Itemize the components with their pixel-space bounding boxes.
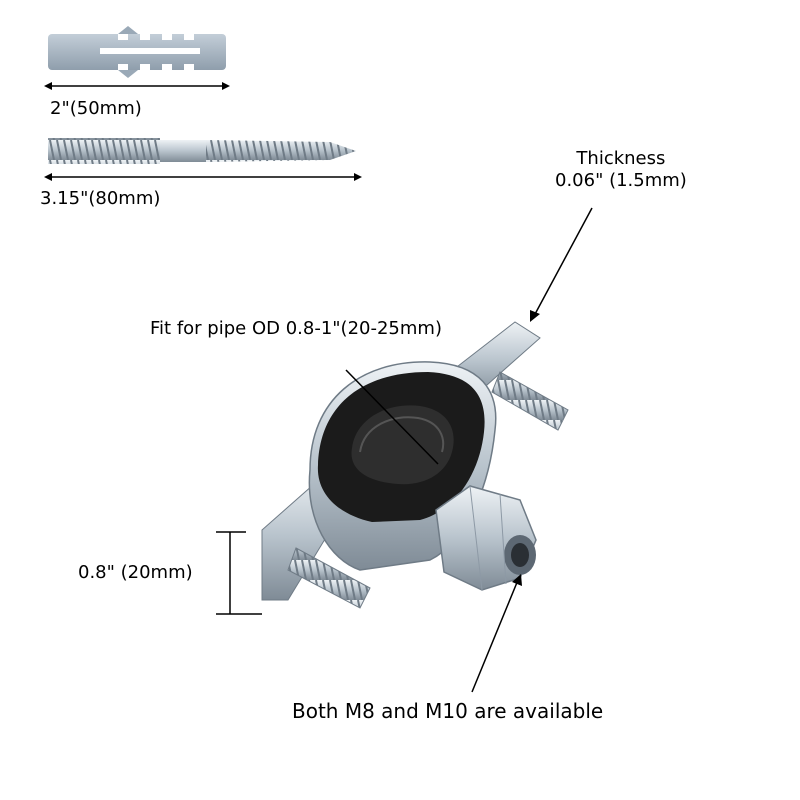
anchor-dimension-line: [44, 82, 230, 90]
anchor-length-label: 2"(50mm): [50, 98, 142, 119]
thickness-value: 0.06" (1.5mm): [555, 170, 687, 191]
screw-dimension-line: [44, 173, 362, 181]
thread-sizes-label: Both M8 and M10 are available: [292, 699, 604, 723]
pipe-fit-label: Fit for pipe OD 0.8-1"(20-25mm): [150, 318, 442, 339]
thickness-arrow: [530, 207, 593, 322]
wall-plug-anchor-icon: [48, 26, 226, 78]
pipe-od-dimension-line: [345, 369, 439, 465]
clamp-height-label: 0.8" (20mm): [78, 562, 193, 583]
screw-length-label: 3.15"(80mm): [40, 188, 161, 209]
hanger-bolt-screw-icon: [48, 138, 356, 164]
height-dimension-line: [216, 531, 262, 615]
thickness-label: Thickness 0.06" (1.5mm): [555, 148, 687, 192]
thread-arrow: [471, 574, 522, 693]
thickness-title: Thickness: [576, 148, 666, 169]
pipe-clamp-icon: [261, 321, 569, 609]
